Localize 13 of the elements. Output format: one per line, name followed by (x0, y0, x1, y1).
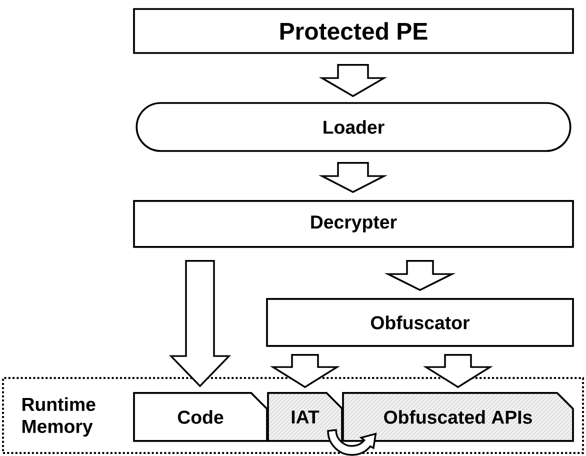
process-box: Obfuscator (266, 298, 574, 347)
memory-block: Code (133, 392, 268, 442)
rounded-box: Loader (136, 102, 572, 152)
hatched-block: Obfuscated APIs (342, 392, 574, 442)
block-arrow (384, 260, 456, 292)
hatched-block: IAT (267, 392, 343, 442)
curved-arrow (327, 429, 377, 456)
process-box: Protected PE (133, 8, 574, 54)
block-arrow (270, 354, 340, 388)
block-arrow (422, 354, 494, 388)
block-arrow (168, 260, 232, 388)
block-arrow (318, 162, 388, 194)
process-box: Decrypter (133, 200, 574, 248)
